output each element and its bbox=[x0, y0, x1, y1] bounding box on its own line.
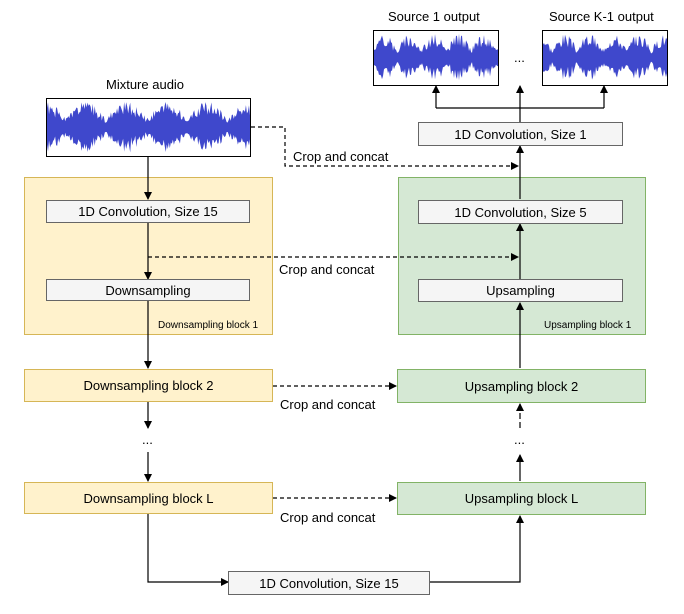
source-k1-waveform bbox=[542, 30, 668, 86]
source-1-output-label: Source 1 output bbox=[388, 9, 480, 24]
down-ellipsis: ... bbox=[142, 432, 153, 447]
down-conv-size-15: 1D Convolution, Size 15 bbox=[46, 200, 250, 223]
downsampling-step: Downsampling bbox=[46, 279, 250, 301]
arrow-bottleneck-to-upblockL bbox=[430, 515, 524, 583]
bottleneck-conv-size-15: 1D Convolution, Size 15 bbox=[228, 571, 430, 595]
mixture-audio-label: Mixture audio bbox=[106, 77, 185, 92]
upsampling-block-1-caption: Upsampling block 1 bbox=[544, 320, 632, 331]
downsampling-block-1-caption: Downsampling block 1 bbox=[158, 320, 259, 331]
crop-concat-label-block2: Crop and concat bbox=[280, 397, 376, 412]
up-conv-size-5: 1D Convolution, Size 5 bbox=[418, 200, 623, 224]
output-conv-size-1: 1D Convolution, Size 1 bbox=[418, 122, 623, 146]
crop-concat-label-blockL: Crop and concat bbox=[280, 510, 376, 525]
up-ellipsis: ... bbox=[514, 432, 525, 447]
downsampling-block-L: Downsampling block L bbox=[24, 482, 273, 514]
source-k1-output-label: Source K-1 output bbox=[549, 9, 654, 24]
crop-concat-label-top: Crop and concat bbox=[293, 149, 389, 164]
upsampling-step: Upsampling bbox=[418, 279, 623, 302]
source-1-waveform bbox=[373, 30, 499, 86]
output-ellipsis: ... bbox=[514, 50, 525, 65]
upsampling-block-2: Upsampling block 2 bbox=[397, 369, 646, 403]
upsampling-block-L: Upsampling block L bbox=[397, 482, 646, 515]
skip-mixture-to-output bbox=[251, 126, 519, 170]
downsampling-block-2: Downsampling block 2 bbox=[24, 369, 273, 402]
arrow-blockL-to-bottleneck bbox=[147, 514, 229, 586]
mixture-waveform bbox=[46, 98, 251, 157]
crop-concat-label-block1: Crop and concat bbox=[279, 262, 375, 277]
